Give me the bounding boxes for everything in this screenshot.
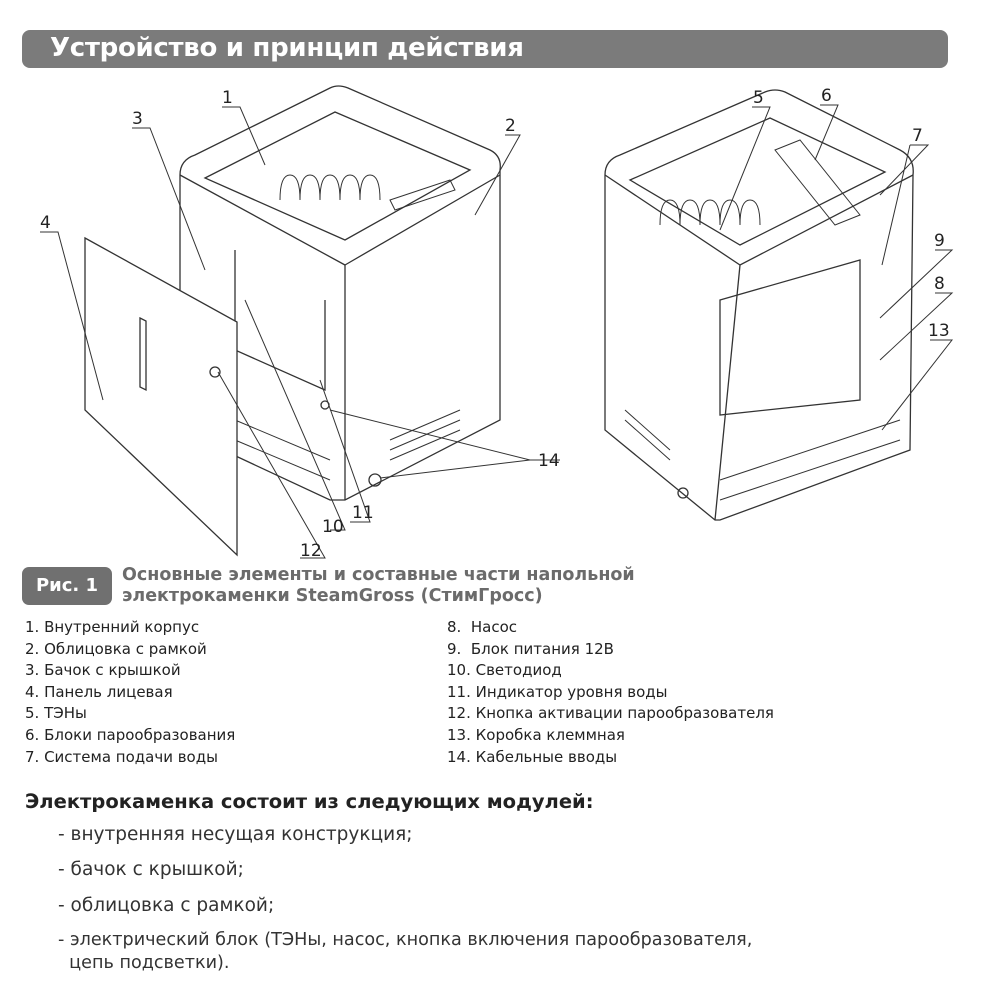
list-item: 6. Блоки парообразования bbox=[25, 725, 236, 744]
module-item: цепь подсветки). bbox=[58, 953, 230, 973]
list-item: 10. Светодиод bbox=[447, 661, 562, 680]
section-title: Устройство и принцип действия bbox=[50, 33, 524, 63]
list-item: 1. Внутренний корпус bbox=[25, 618, 200, 636]
heater-front-view bbox=[84, 85, 501, 557]
list-item: 4. Панель лицевая bbox=[25, 682, 173, 701]
list-item: 8. Насос bbox=[447, 618, 517, 636]
parts-list-left: 1. Внутренний корпус 2. Облицовка с рамко… bbox=[25, 617, 235, 768]
callout-3: 3 bbox=[132, 109, 143, 129]
module-item: - бачок с крышкой; bbox=[58, 859, 244, 880]
caption-line: электрокаменки SteamGross (СтимГросс) bbox=[122, 586, 543, 606]
callout-14: 14 bbox=[538, 451, 560, 471]
caption-line: Основные элементы и составные части напо… bbox=[122, 565, 635, 585]
list-item: 3. Бачок с крышкой bbox=[25, 661, 181, 680]
list-item: 7. Система подачи воды bbox=[25, 747, 218, 766]
callout-7: 7 bbox=[912, 126, 923, 146]
list-item: 13. Коробка клеммная bbox=[447, 725, 625, 744]
callout-10: 10 bbox=[322, 517, 344, 537]
callout-12: 12 bbox=[300, 541, 322, 560]
module-item: - электрический блок (ТЭНы, насос, кнопк… bbox=[58, 930, 753, 950]
list-item: 14. Кабельные вводы bbox=[447, 747, 618, 766]
figure-caption: Основные элементы и составные части напо… bbox=[122, 565, 635, 607]
callout-labels: 1 2 3 4 5 6 7 8 9 10 11 12 13 14 bbox=[40, 86, 950, 560]
front-panel bbox=[84, 236, 238, 557]
modules-heading: Электрокаменка состоит из следующих моду… bbox=[25, 790, 594, 813]
list-item: 12. Кнопка активации парообразователя bbox=[447, 704, 774, 723]
list-item: 2. Облицовка с рамкой bbox=[25, 639, 207, 658]
heater-rear-view bbox=[604, 89, 914, 521]
module-item: - облицовка с рамкой; bbox=[58, 895, 275, 916]
heater-diagram: 1 2 3 4 5 6 7 8 9 10 11 12 13 14 bbox=[40, 85, 954, 560]
callout-13: 13 bbox=[928, 321, 950, 341]
list-item: 11. Индикатор уровня воды bbox=[447, 682, 668, 701]
callout-5: 5 bbox=[753, 88, 764, 108]
list-item: 9. Блок питания 12В bbox=[447, 639, 614, 658]
callout-6: 6 bbox=[821, 86, 832, 106]
callout-4: 4 bbox=[40, 213, 51, 233]
parts-list-right: 8. Насос 9. Блок питания 12В 10. Светодиод… bbox=[447, 617, 774, 768]
callout-11: 11 bbox=[352, 503, 374, 523]
figure-badge: Рис. 1 bbox=[22, 567, 112, 605]
callout-8: 8 bbox=[934, 274, 945, 294]
callout-lines bbox=[40, 104, 954, 559]
callout-1: 1 bbox=[222, 88, 233, 108]
callout-2: 2 bbox=[505, 116, 516, 136]
callout-9: 9 bbox=[934, 231, 945, 251]
section-header: Устройство и принцип действия bbox=[22, 30, 948, 68]
list-item: 5. ТЭНы bbox=[25, 704, 87, 723]
module-item: - внутренняя несущая конструкция; bbox=[58, 824, 413, 845]
